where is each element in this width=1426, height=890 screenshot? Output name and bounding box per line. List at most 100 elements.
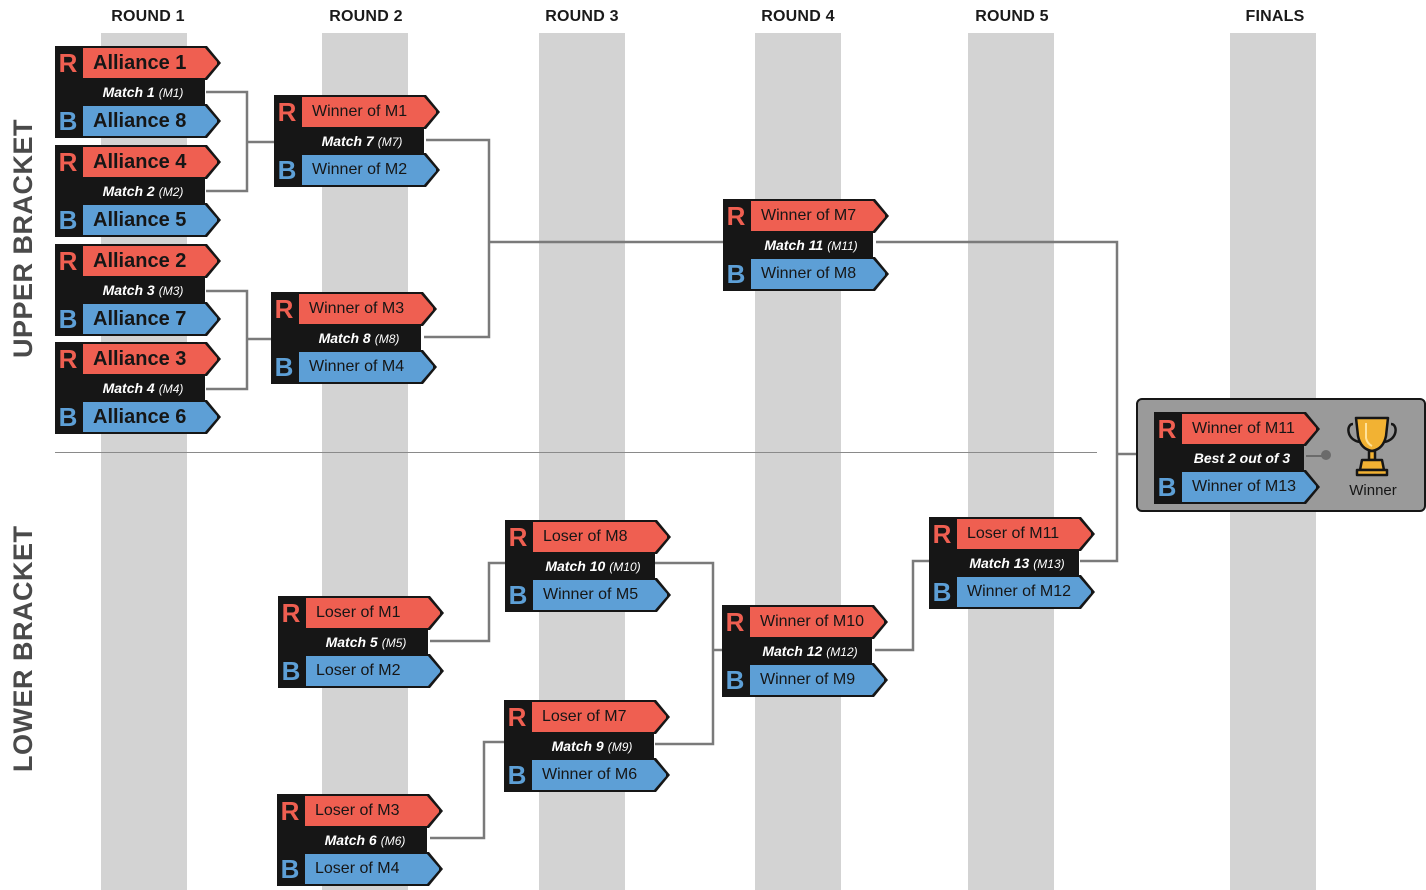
- red-tag: Winner of M11: [1180, 412, 1320, 446]
- winner-connector: [1306, 455, 1326, 457]
- blue-tag: Loser of M4: [303, 852, 443, 886]
- red-team: Alliance 2: [83, 246, 217, 276]
- match-title: Match 10: [545, 558, 606, 574]
- red-team: Alliance 3: [83, 344, 217, 374]
- red-team: Loser of M7: [532, 702, 666, 732]
- blue-tag: Alliance 6: [81, 400, 221, 434]
- blue-team: Winner of M4: [299, 352, 433, 382]
- blue-team: Winner of M9: [750, 665, 884, 695]
- connector-m5-m10: [430, 561, 507, 643]
- match-code: (M6): [380, 834, 406, 848]
- red-letter: R: [58, 48, 78, 78]
- round-1-title: ROUND 1: [111, 8, 185, 25]
- round-3-title: ROUND 3: [545, 8, 619, 25]
- blue-tag: Loser of M2: [304, 654, 444, 688]
- blue-team: Winner of M6: [532, 760, 666, 790]
- blue-team: Alliance 8: [83, 106, 217, 136]
- blue-letter: B: [1157, 472, 1177, 502]
- match-code: (M4): [158, 382, 184, 396]
- blue-letter: B: [58, 304, 78, 334]
- red-team: Winner of M10: [750, 607, 884, 637]
- match-title: Match 1: [102, 84, 155, 100]
- red-tag: Loser of M1: [304, 596, 444, 630]
- connector-m7-m8: [424, 138, 491, 339]
- red-tag: Winner of M1: [300, 95, 440, 129]
- blue-tag: Winner of M6: [530, 758, 670, 792]
- blue-team: Winner of M13: [1182, 472, 1316, 502]
- match-code: (M2): [158, 185, 184, 199]
- match-code: (M10): [609, 560, 641, 574]
- blue-team: Alliance 5: [83, 205, 217, 235]
- blue-tag: Winner of M4: [297, 350, 437, 384]
- match-title: Match 3: [102, 282, 155, 298]
- red-tag: Alliance 1: [81, 46, 221, 80]
- blue-tag: Winner of M13: [1180, 470, 1320, 504]
- red-tag: Loser of M11: [955, 517, 1095, 551]
- match-code: (M5): [381, 636, 407, 650]
- match-code: (M7): [377, 135, 403, 149]
- red-team: Winner of M1: [302, 97, 436, 127]
- match-name: Match 11(M11): [749, 233, 873, 257]
- red-letter: R: [726, 201, 746, 231]
- red-team: Loser of M1: [306, 598, 440, 628]
- blue-tag: Winner of M9: [748, 663, 888, 697]
- blue-tag: Winner of M2: [300, 153, 440, 187]
- red-tag: Loser of M7: [530, 700, 670, 734]
- match-name: Match 7(M7): [300, 129, 424, 153]
- trophy-icon: [1347, 416, 1397, 477]
- blue-tag: Winner of M12: [955, 575, 1095, 609]
- round-4-column: [755, 33, 841, 890]
- red-tag: Alliance 4: [81, 145, 221, 179]
- blue-tag: Alliance 7: [81, 302, 221, 336]
- match-name: Match 4(M4): [81, 376, 205, 400]
- connector-m11-m13: [876, 240, 1119, 563]
- match-title: Match 9: [551, 738, 604, 754]
- blue-team: Winner of M2: [302, 155, 436, 185]
- red-tag: Winner of M3: [297, 292, 437, 326]
- red-letter: R: [932, 519, 952, 549]
- match-title: Match 4: [102, 380, 155, 396]
- match-name: Best 2 out of 3: [1180, 446, 1304, 470]
- match-name: Match 9(M9): [530, 734, 654, 758]
- blue-letter: B: [280, 854, 300, 884]
- match-name: Match 3(M3): [81, 278, 205, 302]
- red-letter: R: [58, 147, 78, 177]
- match-title: Match 8: [318, 330, 371, 346]
- blue-letter: B: [58, 106, 78, 136]
- blue-letter: B: [725, 665, 745, 695]
- red-letter: R: [281, 598, 301, 628]
- blue-team: Alliance 7: [83, 304, 217, 334]
- blue-letter: B: [58, 402, 78, 432]
- match-name: Match 8(M8): [297, 326, 421, 350]
- match-title: Best 2 out of 3: [1193, 450, 1291, 466]
- match-code: (M8): [374, 332, 400, 346]
- match-code: (M12): [826, 645, 858, 659]
